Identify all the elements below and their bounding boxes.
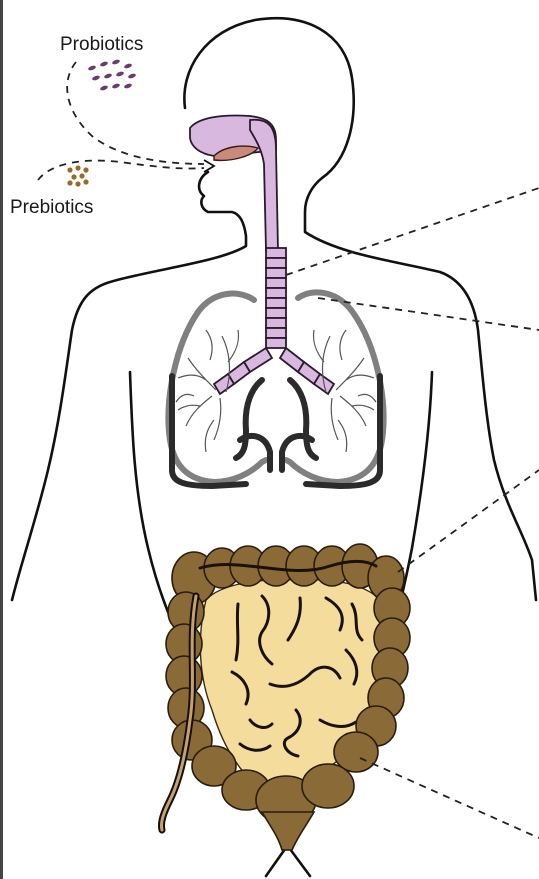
left-bronchial-tree <box>176 330 239 452</box>
probiotics-route: Probiotics <box>60 34 204 164</box>
prebiotics-label: Prebiotics <box>10 197 93 218</box>
right-lung-outer <box>286 292 384 482</box>
prebiotics-particles <box>67 165 88 186</box>
intestines <box>161 544 410 850</box>
entry-arrow-icon <box>204 160 214 172</box>
trachea-rings <box>266 248 286 348</box>
callout-line-gut <box>360 758 539 838</box>
rectum <box>262 812 314 850</box>
probiotics-label: Probiotics <box>60 34 143 55</box>
bronchi <box>214 348 334 394</box>
probiotics-particles <box>88 59 137 91</box>
callout-line-colon <box>398 470 539 572</box>
callout-line-airway <box>286 188 539 275</box>
prebiotics-route: Prebiotics <box>10 161 204 218</box>
